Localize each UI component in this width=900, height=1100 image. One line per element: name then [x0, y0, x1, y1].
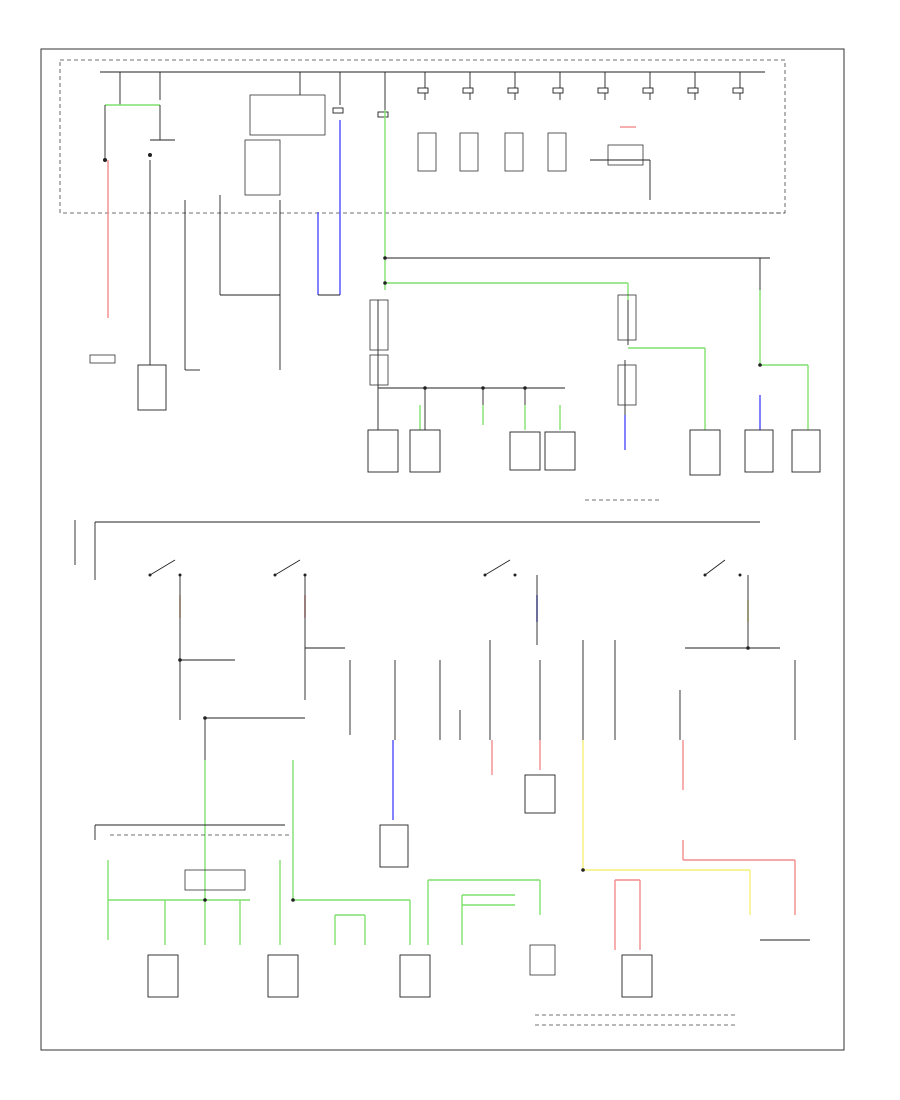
relay-lower-left	[184, 869, 246, 891]
fuse-row-mid	[349, 640, 796, 870]
bottom-components	[147, 944, 653, 998]
under-hood-fuse-box	[59, 59, 786, 214]
fuse-symbols-top	[332, 87, 744, 118]
relay-box	[249, 94, 326, 136]
connector-group-top	[417, 132, 644, 172]
ignition-switch-group	[148, 559, 749, 720]
mid-section-components	[367, 299, 576, 473]
junction-dots	[178, 256, 762, 902]
diagram-frame	[40, 48, 845, 1051]
fuse-row-top	[119, 72, 741, 110]
